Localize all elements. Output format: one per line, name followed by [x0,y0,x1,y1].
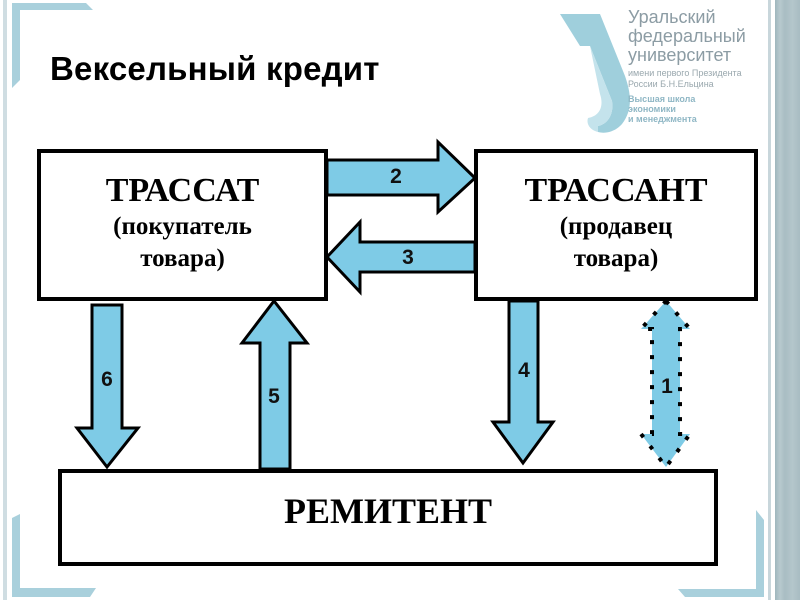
arrow-2-label: 2 [390,165,402,188]
box-remitent: РЕМИТЕНТ [58,469,718,566]
box-trassant-line1: (продавец [559,213,673,240]
box-trassat-title: ТРАССАТ [105,172,260,209]
logo-school-3: и менеджмента [628,114,697,124]
arrow-1-label: 1 [661,375,673,398]
box-trassant-line2: товара) [573,245,659,272]
arrow-2 [325,138,478,216]
arrow-3 [324,218,477,296]
university-logo-text: Уральский федеральный университет имени … [628,7,746,125]
university-logo-icon [560,14,630,133]
logo-subtitle-1: имени первого Президента [628,68,742,78]
arrow-5-label: 5 [268,385,280,408]
logo-line-2: федеральный [628,26,746,46]
arrow-4 [490,299,556,466]
box-remitent-title: РЕМИТЕНТ [283,491,493,531]
arrow-6 [73,303,142,470]
arrow-6-label: 6 [101,368,113,391]
box-trassant: ТРАССАНТ (продавец товара) [474,149,758,301]
slide-frame-right-line [768,0,771,600]
box-trassat-line2: товара) [140,245,225,272]
slide-frame-right-bar [775,0,800,600]
corner-bottom-left [12,514,96,597]
logo-line-1: Уральский [628,7,716,27]
logo-school-1: Высшая школа [628,94,696,104]
arrow-3-label: 3 [402,246,414,269]
box-trassat-line1: (покупатель [113,213,252,240]
arrow-4-label: 4 [518,359,530,382]
box-trassant-title: ТРАССАНТ [524,172,708,209]
slide-frame-left [3,0,7,600]
slide-title: Вексельный кредит [50,50,380,87]
logo-school-2: экономики [628,104,676,114]
arrow-1 [636,297,695,471]
logo-line-3: университет [628,45,732,65]
logo-subtitle-2: России Б.Н.Ельцина [628,79,714,89]
box-trassat: ТРАССАТ (покупатель товара) [37,149,328,301]
arrow-5 [238,298,311,471]
